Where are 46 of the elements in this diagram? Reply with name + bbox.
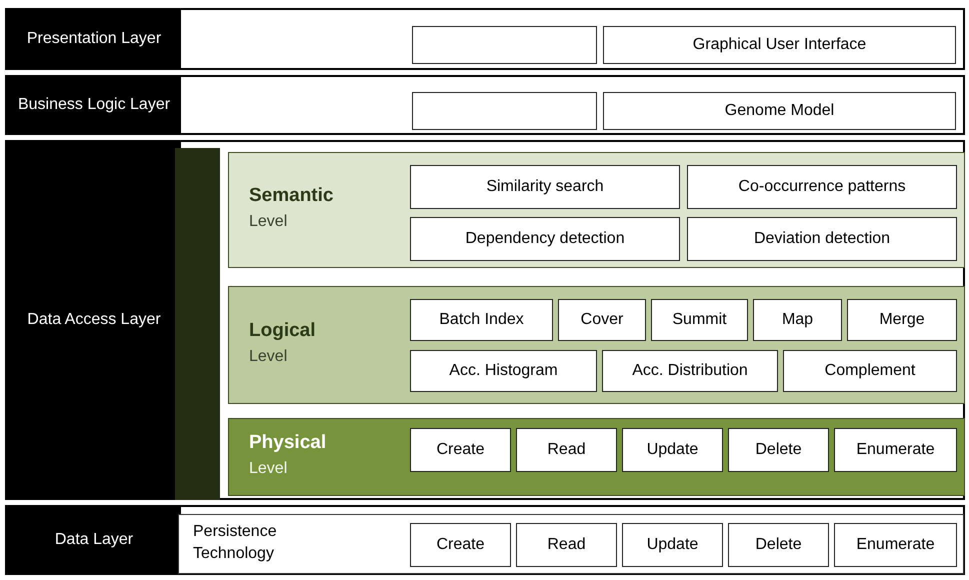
level-subheading: Level [249, 213, 288, 231]
layer-label: Data Access Layer [7, 142, 181, 498]
panel-title: Persistence Technology [193, 522, 278, 564]
module-box: Enumerate [834, 523, 957, 567]
module-box: Genome Model [603, 92, 956, 130]
layer-band [5, 140, 965, 500]
level-panel [228, 418, 965, 496]
level-panel [228, 286, 965, 404]
library-bar [175, 148, 220, 500]
module-box [412, 92, 597, 130]
level-heading: Logical [249, 320, 316, 342]
module-box: Create [410, 523, 511, 567]
module-box: Map [753, 299, 842, 341]
layer-band [5, 75, 965, 135]
layer-label: Business Logic Layer [7, 77, 181, 133]
module-box: Read [516, 523, 617, 567]
module-box: Co-occurrence patterns [687, 165, 957, 209]
level-heading: Semantic [249, 185, 334, 207]
module-box: Enumerate [834, 428, 957, 472]
module-box: Acc. Distribution [602, 350, 778, 392]
module-box: Create [410, 428, 511, 472]
module-box: Deviation detection [687, 217, 957, 261]
level-subheading: Level [249, 460, 288, 478]
module-box: Cover [558, 299, 646, 341]
level-heading: Physical [249, 432, 326, 454]
module-box: Update [622, 523, 723, 567]
module-box: Dependency detection [410, 217, 680, 261]
module-box: Update [622, 428, 723, 472]
module-box: Complement [783, 350, 957, 392]
module-box: Summit [651, 299, 748, 341]
module-box: Delete [728, 428, 829, 472]
module-box: Merge [847, 299, 957, 341]
layer-band [5, 8, 965, 70]
layer-label: Presentation Layer [7, 10, 181, 68]
layer-band [5, 505, 965, 575]
module-box: Similarity search [410, 165, 680, 209]
module-box: Graphical User Interface [603, 26, 956, 64]
level-panel [228, 152, 965, 268]
persistence-panel [178, 514, 964, 574]
module-box: Read [516, 428, 617, 472]
layer-label: Data Layer [7, 507, 181, 573]
module-box: Delete [728, 523, 829, 567]
module-box: Batch Index [410, 299, 553, 341]
level-subheading: Level [249, 348, 288, 366]
module-box: Acc. Histogram [410, 350, 597, 392]
module-box [412, 26, 597, 64]
